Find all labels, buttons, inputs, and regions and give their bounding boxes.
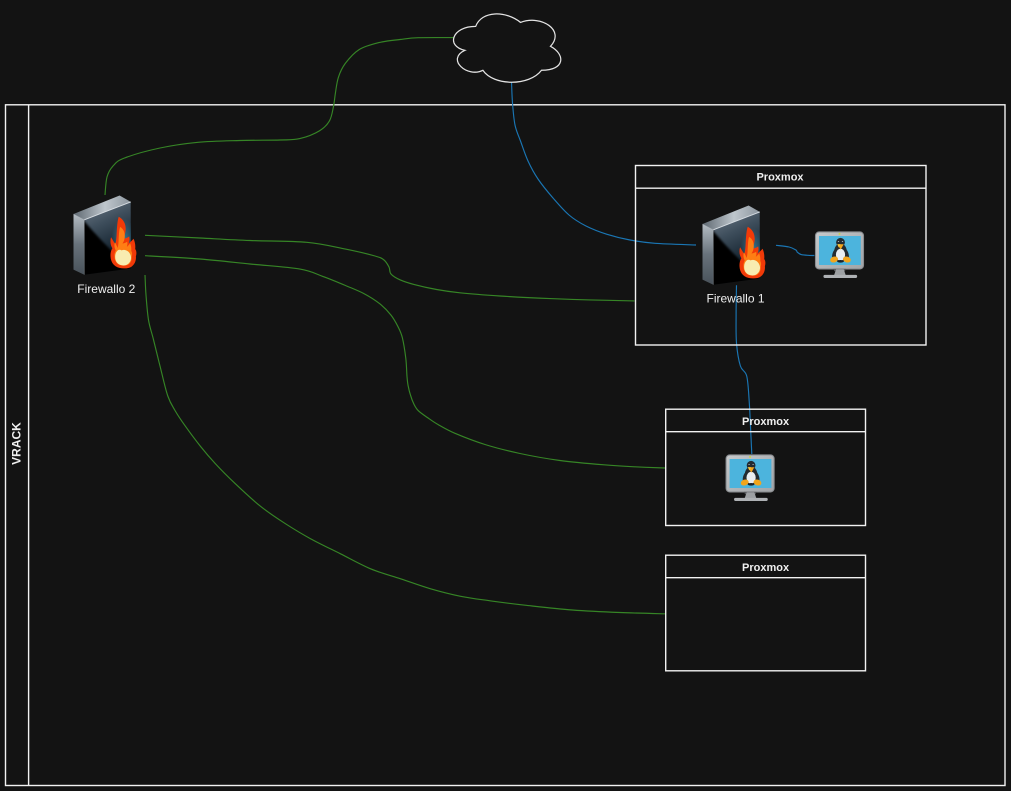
svg-text:Firewallo 2: Firewallo 2 xyxy=(77,282,135,296)
svg-text:Proxmox: Proxmox xyxy=(756,172,804,184)
svg-text:Proxmox: Proxmox xyxy=(742,416,790,428)
svg-text:Proxmox: Proxmox xyxy=(742,562,790,574)
svg-text:Firewallo 1: Firewallo 1 xyxy=(706,292,764,306)
svg-text:VRACK: VRACK xyxy=(10,422,24,465)
